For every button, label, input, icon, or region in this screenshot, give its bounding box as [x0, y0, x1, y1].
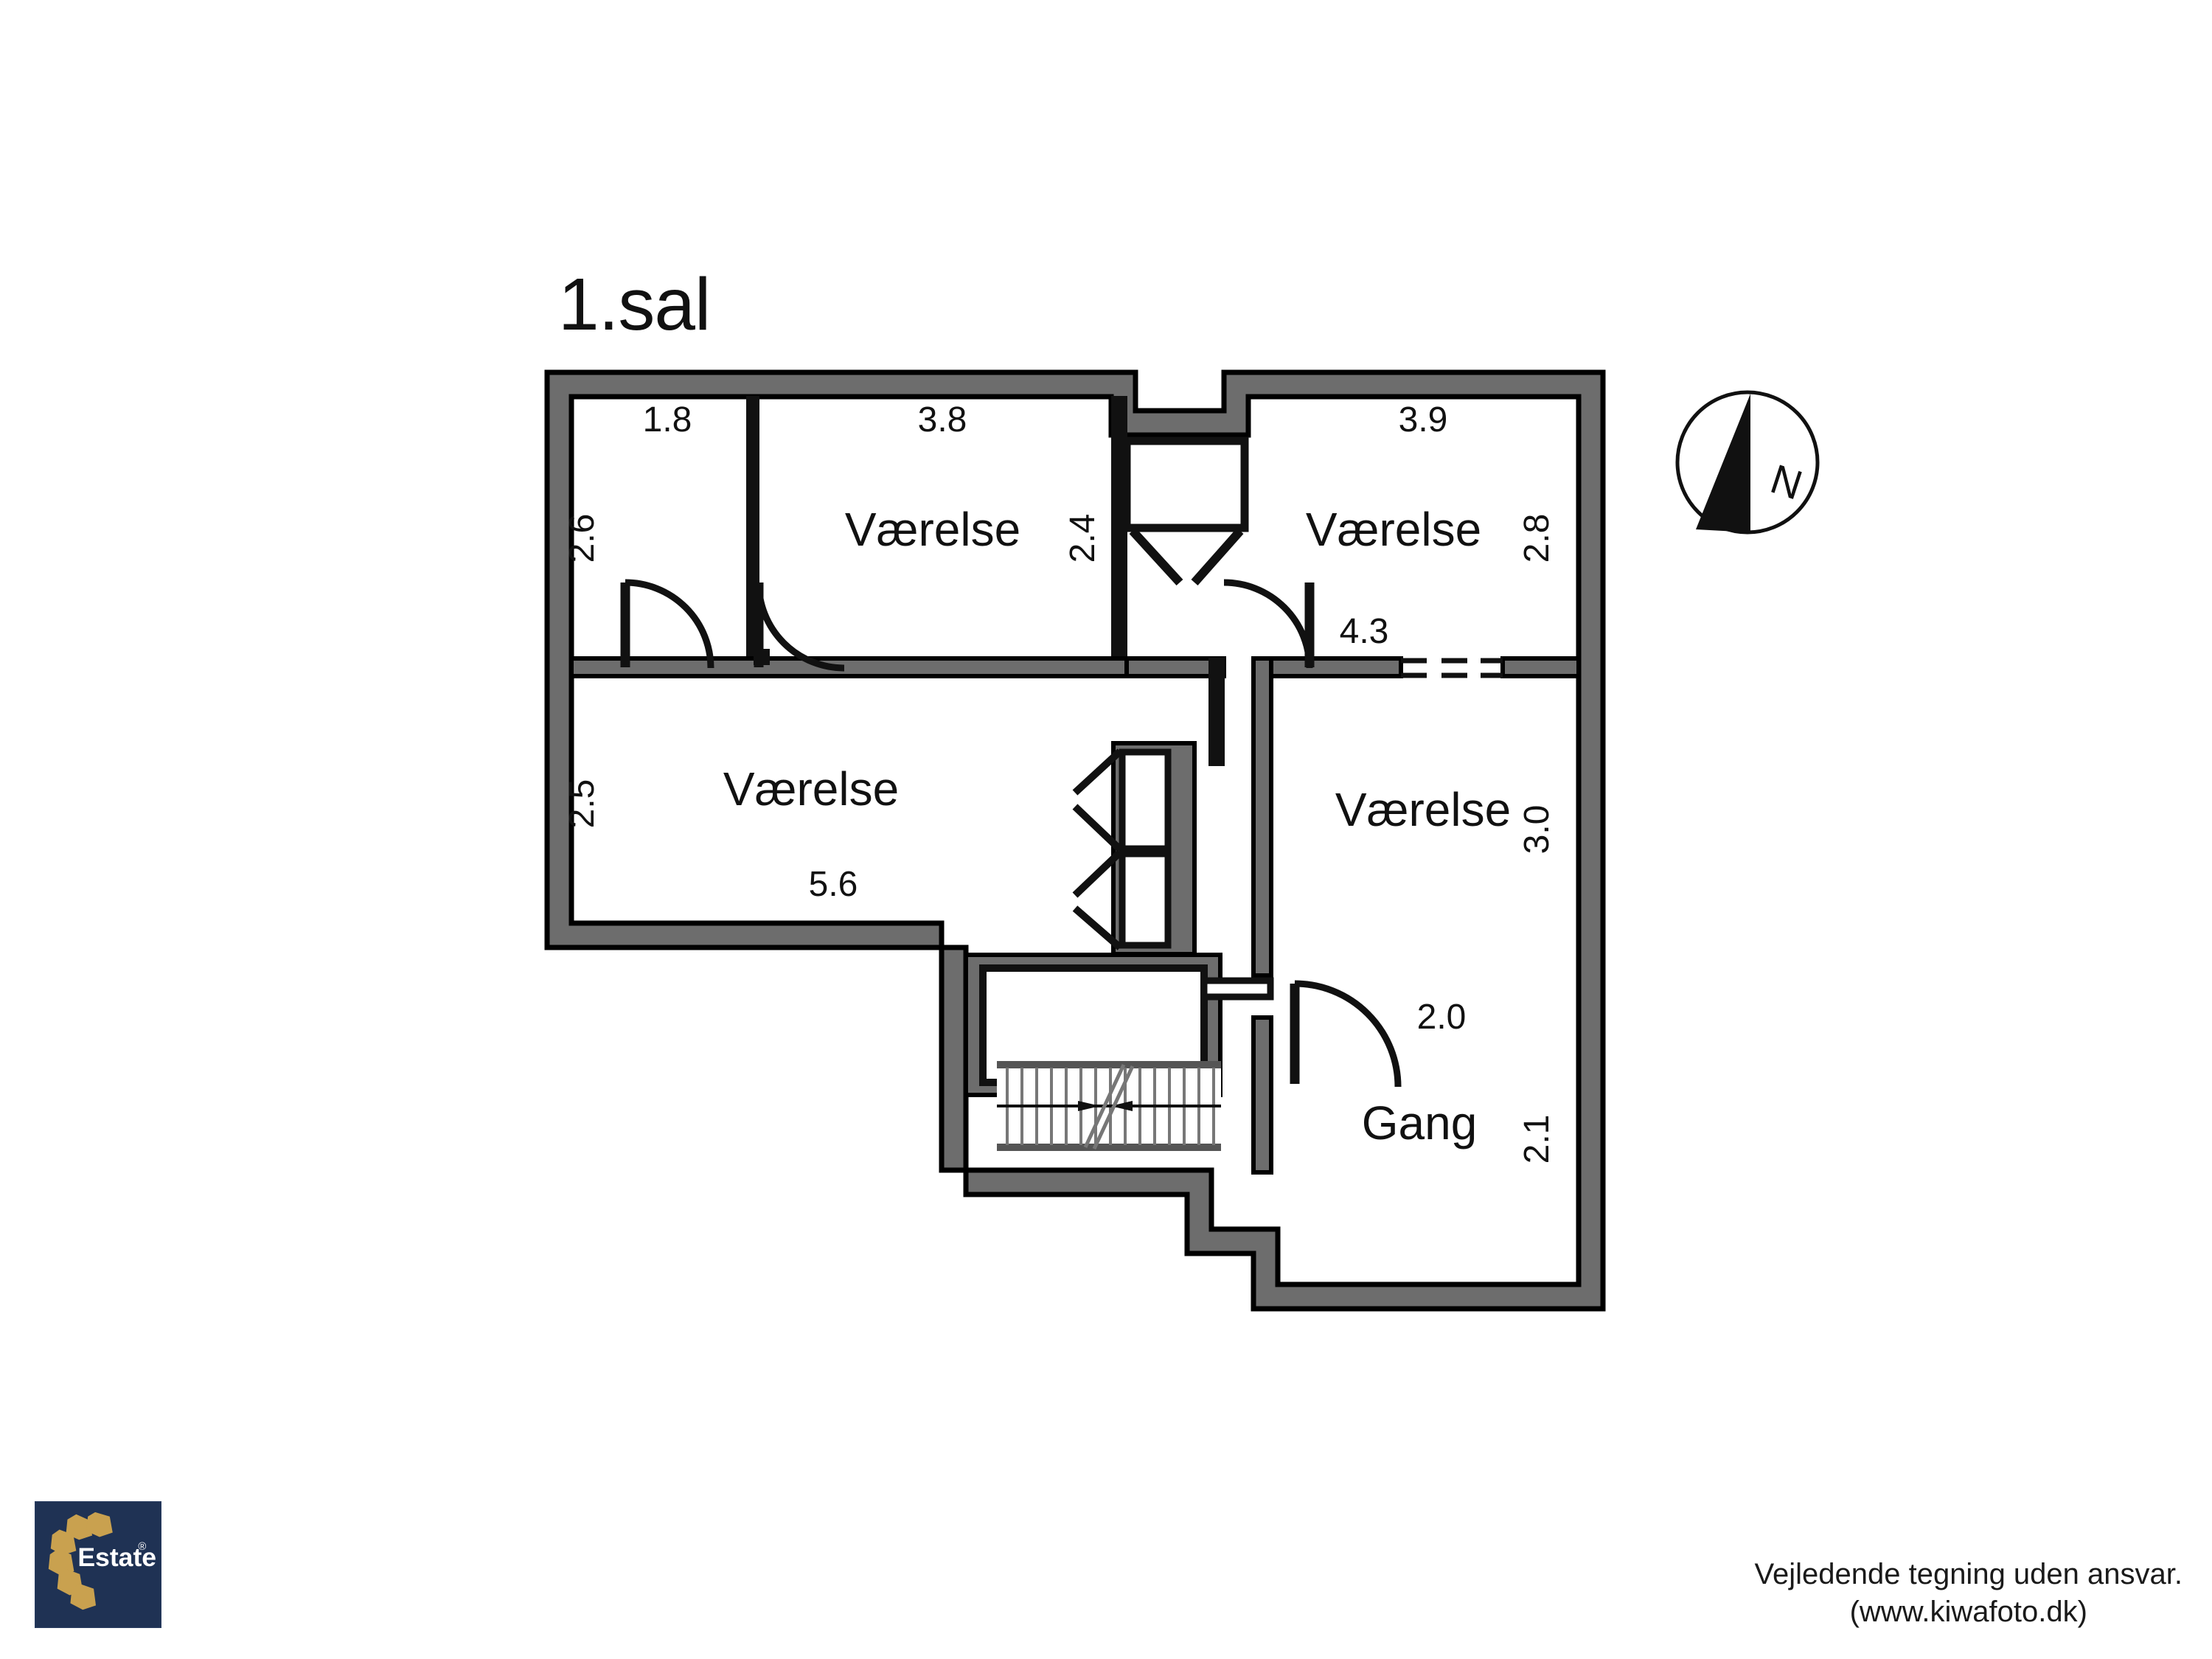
- room-label-vaerelse-mid-left: Værelse: [723, 762, 899, 815]
- dimension-4-3: 4.3: [1340, 612, 1389, 651]
- disclaimer-line-1: Vejledende tegning uden ansvar.: [1754, 1557, 2183, 1590]
- door-arc-top-right-room: [1223, 579, 1313, 669]
- north-arrow-icon: N: [1675, 390, 1820, 535]
- room-label-vaerelse-mid-right: Værelse: [1335, 783, 1511, 836]
- dimension-3-9: 3.9: [1399, 400, 1448, 439]
- room-labels: Værelse Værelse Værelse Værelse Gang: [723, 503, 1511, 1150]
- logo-brand-text: Estate: [77, 1543, 156, 1572]
- door-arc-top-left-room: [755, 582, 845, 672]
- partition-wall-upper-horizontal-right-c: [1500, 656, 1581, 678]
- logo-registered-mark: ®: [138, 1541, 146, 1553]
- dimension-2-5: 2.5: [563, 779, 602, 829]
- partition-wall-center-vertical-mid: [1208, 658, 1225, 766]
- closet-door-indicators: [1072, 748, 1123, 950]
- room-label-gang: Gang: [1362, 1096, 1478, 1150]
- door-arc-mid-right-room: [1294, 980, 1402, 1088]
- dimension-2-4: 2.4: [1063, 514, 1102, 563]
- disclaimer-text: Vejledende tegning uden ansvar. (www.kiw…: [1755, 1556, 2183, 1631]
- disclaimer-line-2: (www.kiwafoto.dk): [1849, 1595, 2087, 1628]
- partition-wall-middle-vertical-lower: [1251, 1015, 1273, 1175]
- dimension-5-6: 5.6: [809, 865, 858, 904]
- dimension-3-8: 3.8: [918, 400, 967, 439]
- wall-opening-dashed: [1401, 658, 1503, 678]
- room-label-vaerelse-top-left: Værelse: [845, 503, 1020, 556]
- partition-wall-stair-right-link: [1200, 977, 1274, 1001]
- dimension-2-6: 2.6: [563, 514, 602, 563]
- dimension-2-8: 2.8: [1517, 514, 1557, 563]
- closet-bay-lower: [1119, 850, 1172, 949]
- estate-logo-svg: Estate ®: [35, 1502, 161, 1627]
- partition-wall-middle-vertical: [1251, 656, 1273, 978]
- closet-bay-upper: [1119, 748, 1172, 852]
- dimension-1-8: 1.8: [643, 400, 692, 439]
- dimension-labels: 1.8 2.6 3.8 2.4 3.9 2.8 4.3 2.5 5.6 3.0 …: [563, 400, 1557, 1164]
- french-door-center: [1122, 437, 1249, 586]
- page-title: 1.sal: [558, 263, 711, 346]
- logo-house-shapes: [48, 1512, 113, 1610]
- dimension-2-0: 2.0: [1417, 998, 1467, 1037]
- doors: [620, 437, 1402, 1088]
- estate-logo: Estate ®: [35, 1501, 161, 1628]
- dimension-2-1: 2.1: [1517, 1115, 1557, 1164]
- dimension-3-0: 3.0: [1517, 805, 1557, 855]
- room-label-vaerelse-top-right: Værelse: [1306, 503, 1481, 556]
- partition-wall-upper-horizontal-left: [569, 656, 1129, 678]
- door-stop-top-left-room: [754, 649, 770, 665]
- staircase: [997, 1061, 1221, 1151]
- door-arc-left-closet: [625, 579, 714, 669]
- partition-wall-upper-horizontal-right-b: [1251, 656, 1403, 678]
